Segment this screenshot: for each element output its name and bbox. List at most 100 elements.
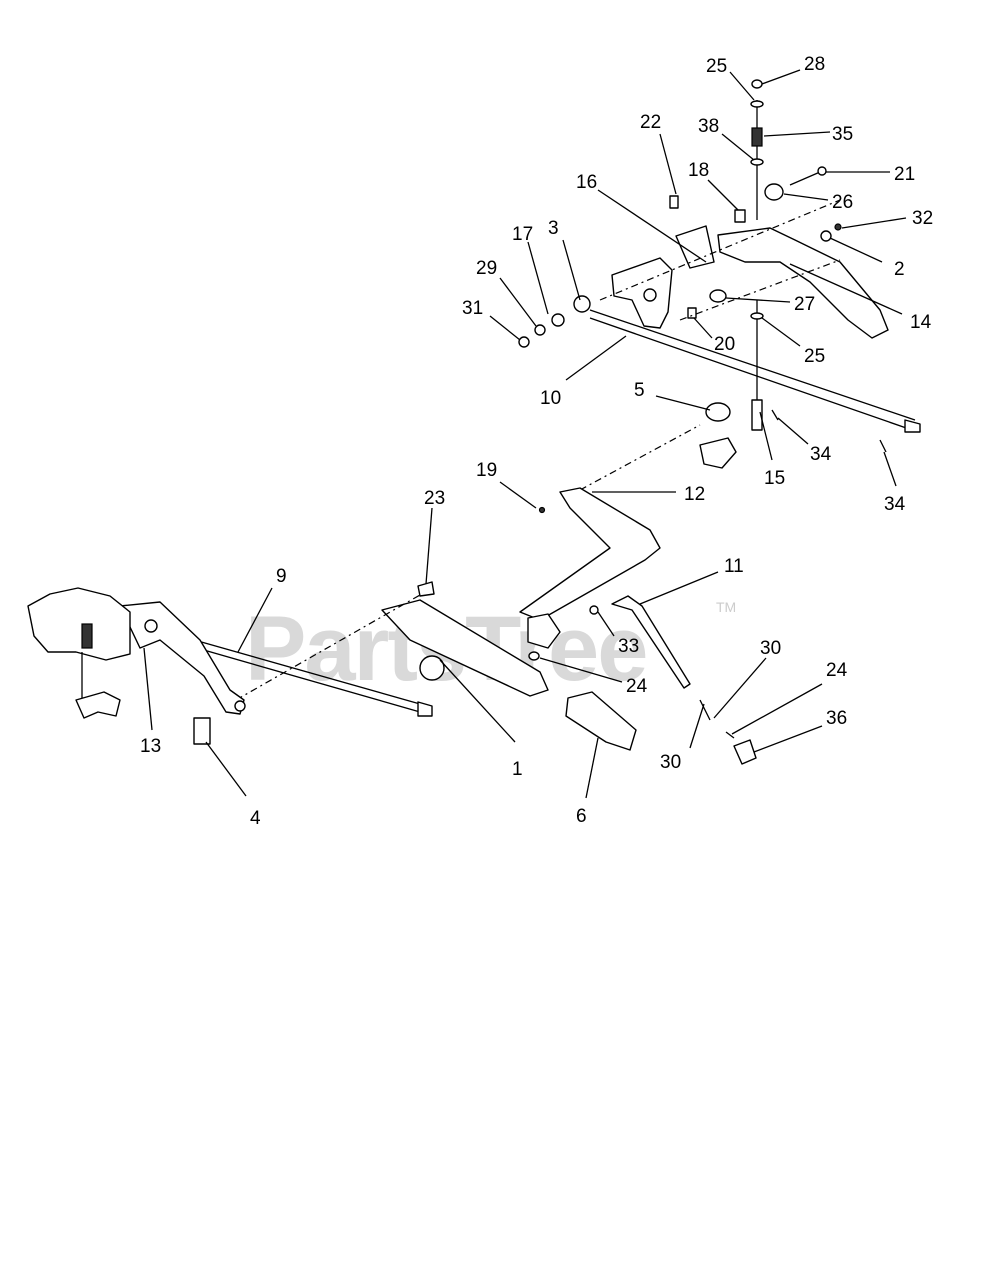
callout-13: 13: [140, 736, 161, 757]
part-28: [751, 79, 763, 89]
part-3: [573, 295, 591, 313]
leader-28: [761, 69, 801, 85]
callout-labels: 1 2 3 4 5 6 9 10 11 12 13 14 15 16 17 18…: [140, 54, 933, 829]
callout-28: 28: [804, 54, 825, 75]
callout-36: 36: [826, 708, 847, 729]
callout-23: 23: [424, 488, 445, 509]
leader-38: [721, 133, 755, 161]
part-1-tab: [527, 613, 561, 649]
callout-31: 31: [462, 298, 483, 319]
leader-34a: [777, 417, 809, 445]
callout-24b: 24: [826, 660, 848, 681]
callout-3: 3: [548, 218, 559, 239]
leader-17: [527, 241, 549, 315]
part-5: [705, 402, 731, 422]
part-15-clevis: [751, 399, 763, 431]
callout-19: 19: [476, 460, 497, 481]
leader-11: [639, 571, 719, 605]
callout-22: 22: [640, 112, 661, 133]
callout-32: 32: [912, 208, 933, 229]
part-25-bottom: [750, 312, 764, 320]
parts-drawing: [27, 79, 921, 765]
part-20-bolt: [687, 307, 697, 319]
leader-22: [659, 133, 677, 195]
part-16-hole: [643, 288, 657, 302]
callout-24a: 24: [626, 676, 648, 697]
leader-16: [597, 189, 707, 263]
callout-11: 11: [724, 556, 744, 577]
leader-19: [499, 481, 537, 509]
watermark-trademark: TM: [716, 599, 736, 615]
callout-27: 27: [794, 294, 815, 315]
callout-25b: 25: [804, 346, 825, 367]
leader-33: [597, 611, 615, 637]
callout-2: 2: [894, 259, 905, 280]
leader-25b: [761, 317, 801, 347]
leader-29: [499, 277, 537, 327]
leader-9: [237, 587, 273, 653]
rod-10-end: [904, 419, 921, 433]
part-2: [820, 230, 832, 242]
callout-1: 1: [512, 759, 523, 780]
part-11: [611, 595, 691, 689]
leader-36: [753, 725, 823, 753]
rod-10: [589, 309, 916, 431]
callout-15: 15: [764, 468, 785, 489]
callout-18: 18: [688, 160, 709, 181]
part-25-top: [750, 100, 764, 108]
callout-5: 5: [634, 380, 645, 401]
callout-35: 35: [832, 124, 853, 145]
callout-16: 16: [576, 172, 597, 193]
leader-25a: [729, 71, 755, 101]
leader-4: [205, 741, 247, 797]
part-23: [417, 581, 435, 597]
callout-4: 4: [250, 808, 261, 829]
part-30-a: [699, 699, 711, 721]
leader-24b: [731, 683, 823, 735]
hydro-unit: [27, 587, 131, 661]
leader-1: [439, 659, 516, 743]
part-29: [534, 324, 546, 336]
leader-3: [562, 239, 581, 301]
leader-31: [489, 315, 521, 341]
callout-6: 6: [576, 806, 587, 827]
leader-27: [725, 297, 791, 303]
part-19: [538, 506, 546, 514]
part-1-hub: [419, 655, 445, 681]
callout-26: 26: [832, 192, 853, 213]
axis-line-upper-2: [679, 259, 841, 321]
callout-29: 29: [476, 258, 497, 279]
leader-10: [565, 335, 627, 381]
part-14-bracket: [717, 227, 889, 339]
part-6-pedal: [565, 691, 637, 751]
part-38: [750, 158, 764, 166]
leader-13: [143, 647, 153, 731]
axis-line-upper: [599, 199, 841, 301]
part-1-shaft-arm: [519, 487, 661, 621]
part-16-plate: [611, 257, 673, 329]
leader-35: [763, 131, 831, 137]
callout-30b: 30: [660, 752, 681, 773]
leader-14: [789, 263, 903, 315]
leader-26: [783, 193, 829, 201]
leader-23: [425, 507, 433, 585]
leader-34b: [883, 451, 897, 487]
callout-33: 33: [618, 636, 639, 657]
part-34-b: [879, 439, 887, 453]
leader-30a: [713, 657, 767, 719]
part-21-bolt: [789, 171, 821, 186]
hydro-spring: [81, 623, 93, 649]
callout-30a: 30: [760, 638, 781, 659]
leader-30b: [689, 703, 705, 749]
leader-5: [655, 395, 711, 411]
part-36: [733, 739, 757, 765]
callout-9: 9: [276, 566, 287, 587]
leader-lines: [143, 69, 907, 799]
axis-line-middle: [235, 594, 421, 701]
part-21-head: [817, 166, 827, 176]
callout-20: 20: [714, 334, 735, 355]
part-35-spring: [751, 127, 763, 147]
hydro-clamp: [75, 691, 121, 719]
part-34-a: [771, 409, 779, 421]
callout-12: 12: [684, 484, 705, 505]
